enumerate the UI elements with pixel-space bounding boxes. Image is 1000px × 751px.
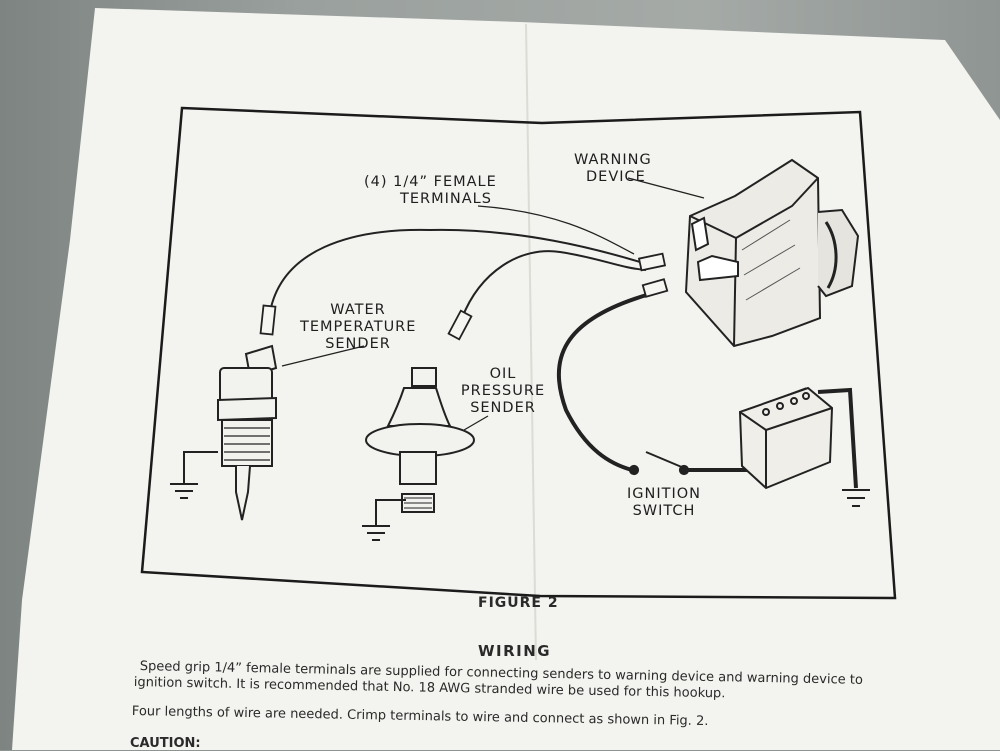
label-water-line3: SENDER [325,336,391,352]
label-warning-line2: DEVICE [586,169,646,185]
diagram-border [140,106,897,600]
figure-caption: FIGURE 2 [478,595,559,611]
ground-symbols [170,451,870,541]
label-ignition-line1: IGNITION [626,486,702,502]
label-water-line2: TEMPERATURE [300,319,417,335]
leader-lines [281,177,705,431]
water-temperature-sender [217,344,278,521]
label-water-temp-sender: WATER TEMPERATURE SENDER [300,302,416,353]
label-oil-pressure-sender: OIL PRESSURE SENDER [458,366,548,417]
label-water-line1: WATER [330,302,386,318]
paper-fold [525,23,537,661]
label-terminals: (4) 1/4” FEMALE TERMINALS [364,174,497,208]
label-oil-line1: OIL [489,366,517,382]
female-terminals [259,252,669,341]
oil-pressure-sender [365,367,475,513]
label-ignition-line2: SWITCH [632,503,696,519]
label-warning-device: WARNING DEVICE [574,152,652,186]
ignition-switch-symbol [628,451,690,476]
section-heading: WIRING [478,642,552,660]
ignition-wire [557,292,651,472]
ground-wire [817,387,858,489]
label-warning-line1: WARNING [574,152,652,168]
caution-label: CAUTION: [130,736,201,751]
label-ignition-switch: IGNITION SWITCH [618,486,710,520]
label-oil-line3: SENDER [470,400,536,416]
warning-device [684,158,860,348]
oil-pressure-wire [461,250,647,319]
water-temp-wire [269,228,641,313]
label-oil-line2: PRESSURE [460,383,546,399]
label-terminals-line1: (4) 1/4” FEMALE [364,174,497,190]
battery [738,386,834,490]
label-terminals-line2: TERMINALS [400,191,492,207]
